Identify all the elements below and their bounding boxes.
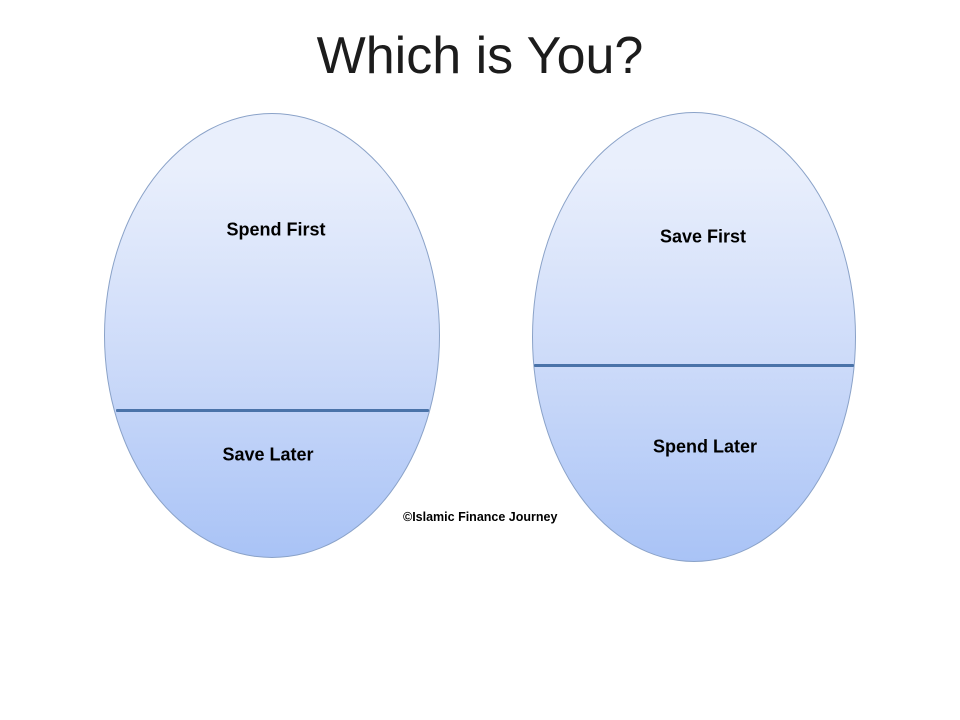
spend-first-label: Spend First <box>226 219 326 240</box>
right-ellipse-divider-line <box>534 364 854 367</box>
save-first-label: Save First <box>659 226 747 247</box>
slide-title: Which is You? <box>316 27 644 85</box>
spend-first-ellipse <box>104 113 440 558</box>
save-later-label: Save Later <box>222 444 314 465</box>
watermark-text: ©Islamic Finance Journey <box>403 510 558 524</box>
spend-later-label: Spend Later <box>652 436 758 457</box>
left-ellipse-divider-line <box>116 409 429 412</box>
save-first-ellipse <box>532 112 856 562</box>
